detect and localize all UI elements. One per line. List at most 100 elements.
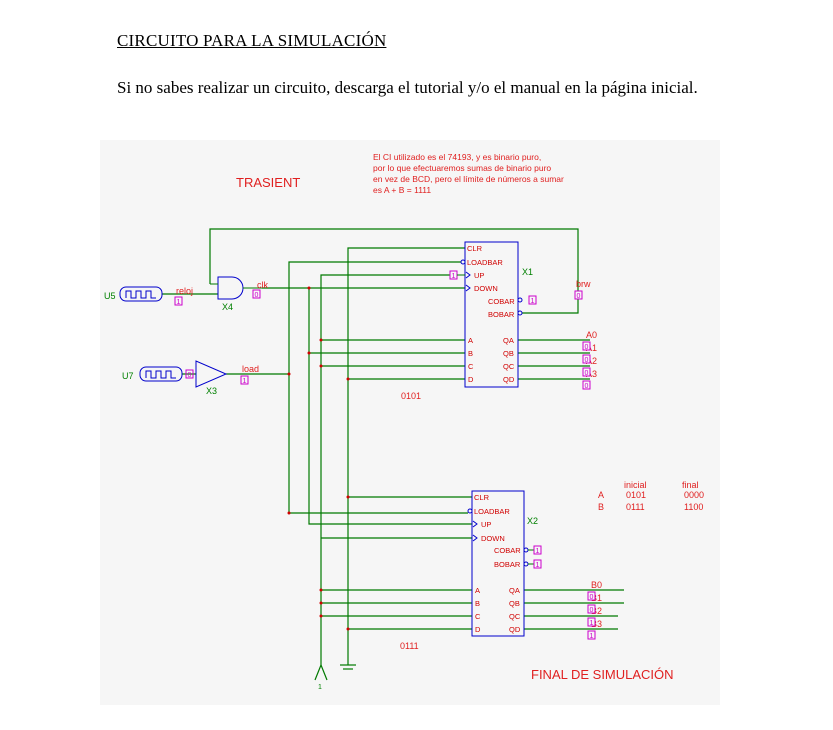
x2-loadbar-bubble [467,508,473,514]
x3-ref: X3 [206,386,217,396]
intro-paragraph: Si no sabes realizar un circuito, descar… [117,78,698,97]
out-a0: A0 [586,330,597,340]
buffer-x3 [195,360,228,388]
b1-state: 0 [590,607,594,614]
x1-preset: 0101 [401,391,421,401]
x1-pin-clr: CLR [467,244,483,253]
table-row-b-final: 1100 [684,502,703,512]
x1-pin-qb: QB [503,349,514,358]
wire-feedback [209,228,579,300]
out-b3: B3 [591,619,602,629]
x2-bobar-bubble [523,561,529,567]
a1-state: 0 [585,357,589,364]
clk-label: clk [257,280,268,290]
clk-state-box [252,289,261,299]
clk-state: 0 [255,292,259,299]
x2-pin-qc: QC [509,612,521,621]
x2-pin-down: DOWN [481,534,505,543]
table-row-a-inicial: 0101 [626,490,646,500]
x2-pin-bobar: BOBAR [494,560,521,569]
out-b0: B0 [591,580,602,590]
x2-pin-cobar: COBAR [494,546,521,555]
u5-square-wave-icon [125,290,156,299]
b3-state: 1 [590,633,594,640]
a0-state: 0 [585,344,589,351]
x2-pin-c: C [475,612,481,621]
x1-loadbar-bubble [460,259,466,265]
brw-state: 0 [577,293,581,300]
x2-cobar-state-box [533,545,542,555]
x2-ref: X2 [527,516,538,526]
table-row-a-final: 0000 [684,490,704,500]
x2-pin-up: UP [481,520,491,529]
u7-state: 0 [188,372,192,379]
x1-cobar-state: 1 [531,298,535,305]
wire-brw [522,300,579,314]
schematic-canvas: TRASIENT El CI utilizado es el 74193, y … [100,140,720,705]
table-row-b-name: B [598,502,604,512]
table-header-final: final [682,480,699,490]
reloj-label: reloj [176,286,193,296]
wire-up2 [308,288,472,525]
x2-cobar-state: 1 [536,548,540,555]
out-a3: A3 [586,369,597,379]
and-gate-x4 [217,276,244,300]
x1-pin-d: D [468,375,474,384]
counter-x1 [464,241,519,388]
x2-pin-qa: QA [509,586,520,595]
x2-pin-clr: CLR [474,493,490,502]
u5-label: U5 [104,291,116,301]
x2-bobar-state: 1 [536,562,540,569]
x1-pin-up: UP [474,271,484,280]
x1-pin-qc: QC [503,362,515,371]
final-label: FINAL DE SIMULACIÓN [531,667,674,682]
a3-state: 0 [585,383,589,390]
b2-state: 1 [590,620,594,627]
x1-pin-c: C [468,362,474,371]
x1-pin-b: B [468,349,473,358]
x1-cobar-bubble [517,297,523,303]
table-row-b-inicial: 0111 [626,502,645,512]
a2-state: 0 [585,370,589,377]
x1-pin-loadbar: LOADBAR [467,258,503,267]
counter-x2 [471,490,525,637]
x1-bobar-bubble [517,310,523,316]
x1-pin-a: A [468,336,473,345]
wire-loadbar [288,261,462,513]
b0-state: 0 [590,594,594,601]
x1-up-state: 1 [452,273,456,280]
x1-pin-cobar: COBAR [488,297,515,306]
schematic-title: TRASIENT [236,175,300,190]
u7-source [139,366,183,382]
note-line-3: en vez de BCD, pero el límite de números… [373,174,564,184]
note-line-4: es A + B = 1111 [373,185,431,195]
load-state-box [240,375,249,385]
x1-pin-qd: QD [503,375,515,384]
x2-preset: 0111 [400,641,419,651]
x1-cobar-state-box [528,295,537,305]
wire-ground-bus [320,274,450,665]
u7-state-box [185,369,194,379]
x2-pin-a: A [475,586,480,595]
ground-state: 1 [318,684,322,691]
x1-pin-qa: QA [503,336,514,345]
x1-pin-bobar: BOBAR [488,310,515,319]
u7-label: U7 [122,371,134,381]
reloj-state-box [174,296,183,306]
reloj-state: 1 [177,299,181,306]
junction-dots [287,286,350,631]
schematic-svg: TRASIENT El CI utilizado es el 74193, y … [104,152,704,691]
brw-state-box [574,290,583,300]
table-row-a-name: A [598,490,604,500]
out-b1: B1 [591,593,602,603]
brw-label: brw [576,279,591,289]
u5-source [119,286,163,302]
x4-ref: X4 [222,302,233,312]
x2-pin-d: D [475,625,481,634]
table-header-inicial: inicial [624,480,647,490]
u7-square-wave-icon [145,370,176,379]
load-label: load [242,364,259,374]
x2-pin-loadbar: LOADBAR [474,507,510,516]
out-a2: A2 [586,356,597,366]
x1-pin-down: DOWN [474,284,498,293]
